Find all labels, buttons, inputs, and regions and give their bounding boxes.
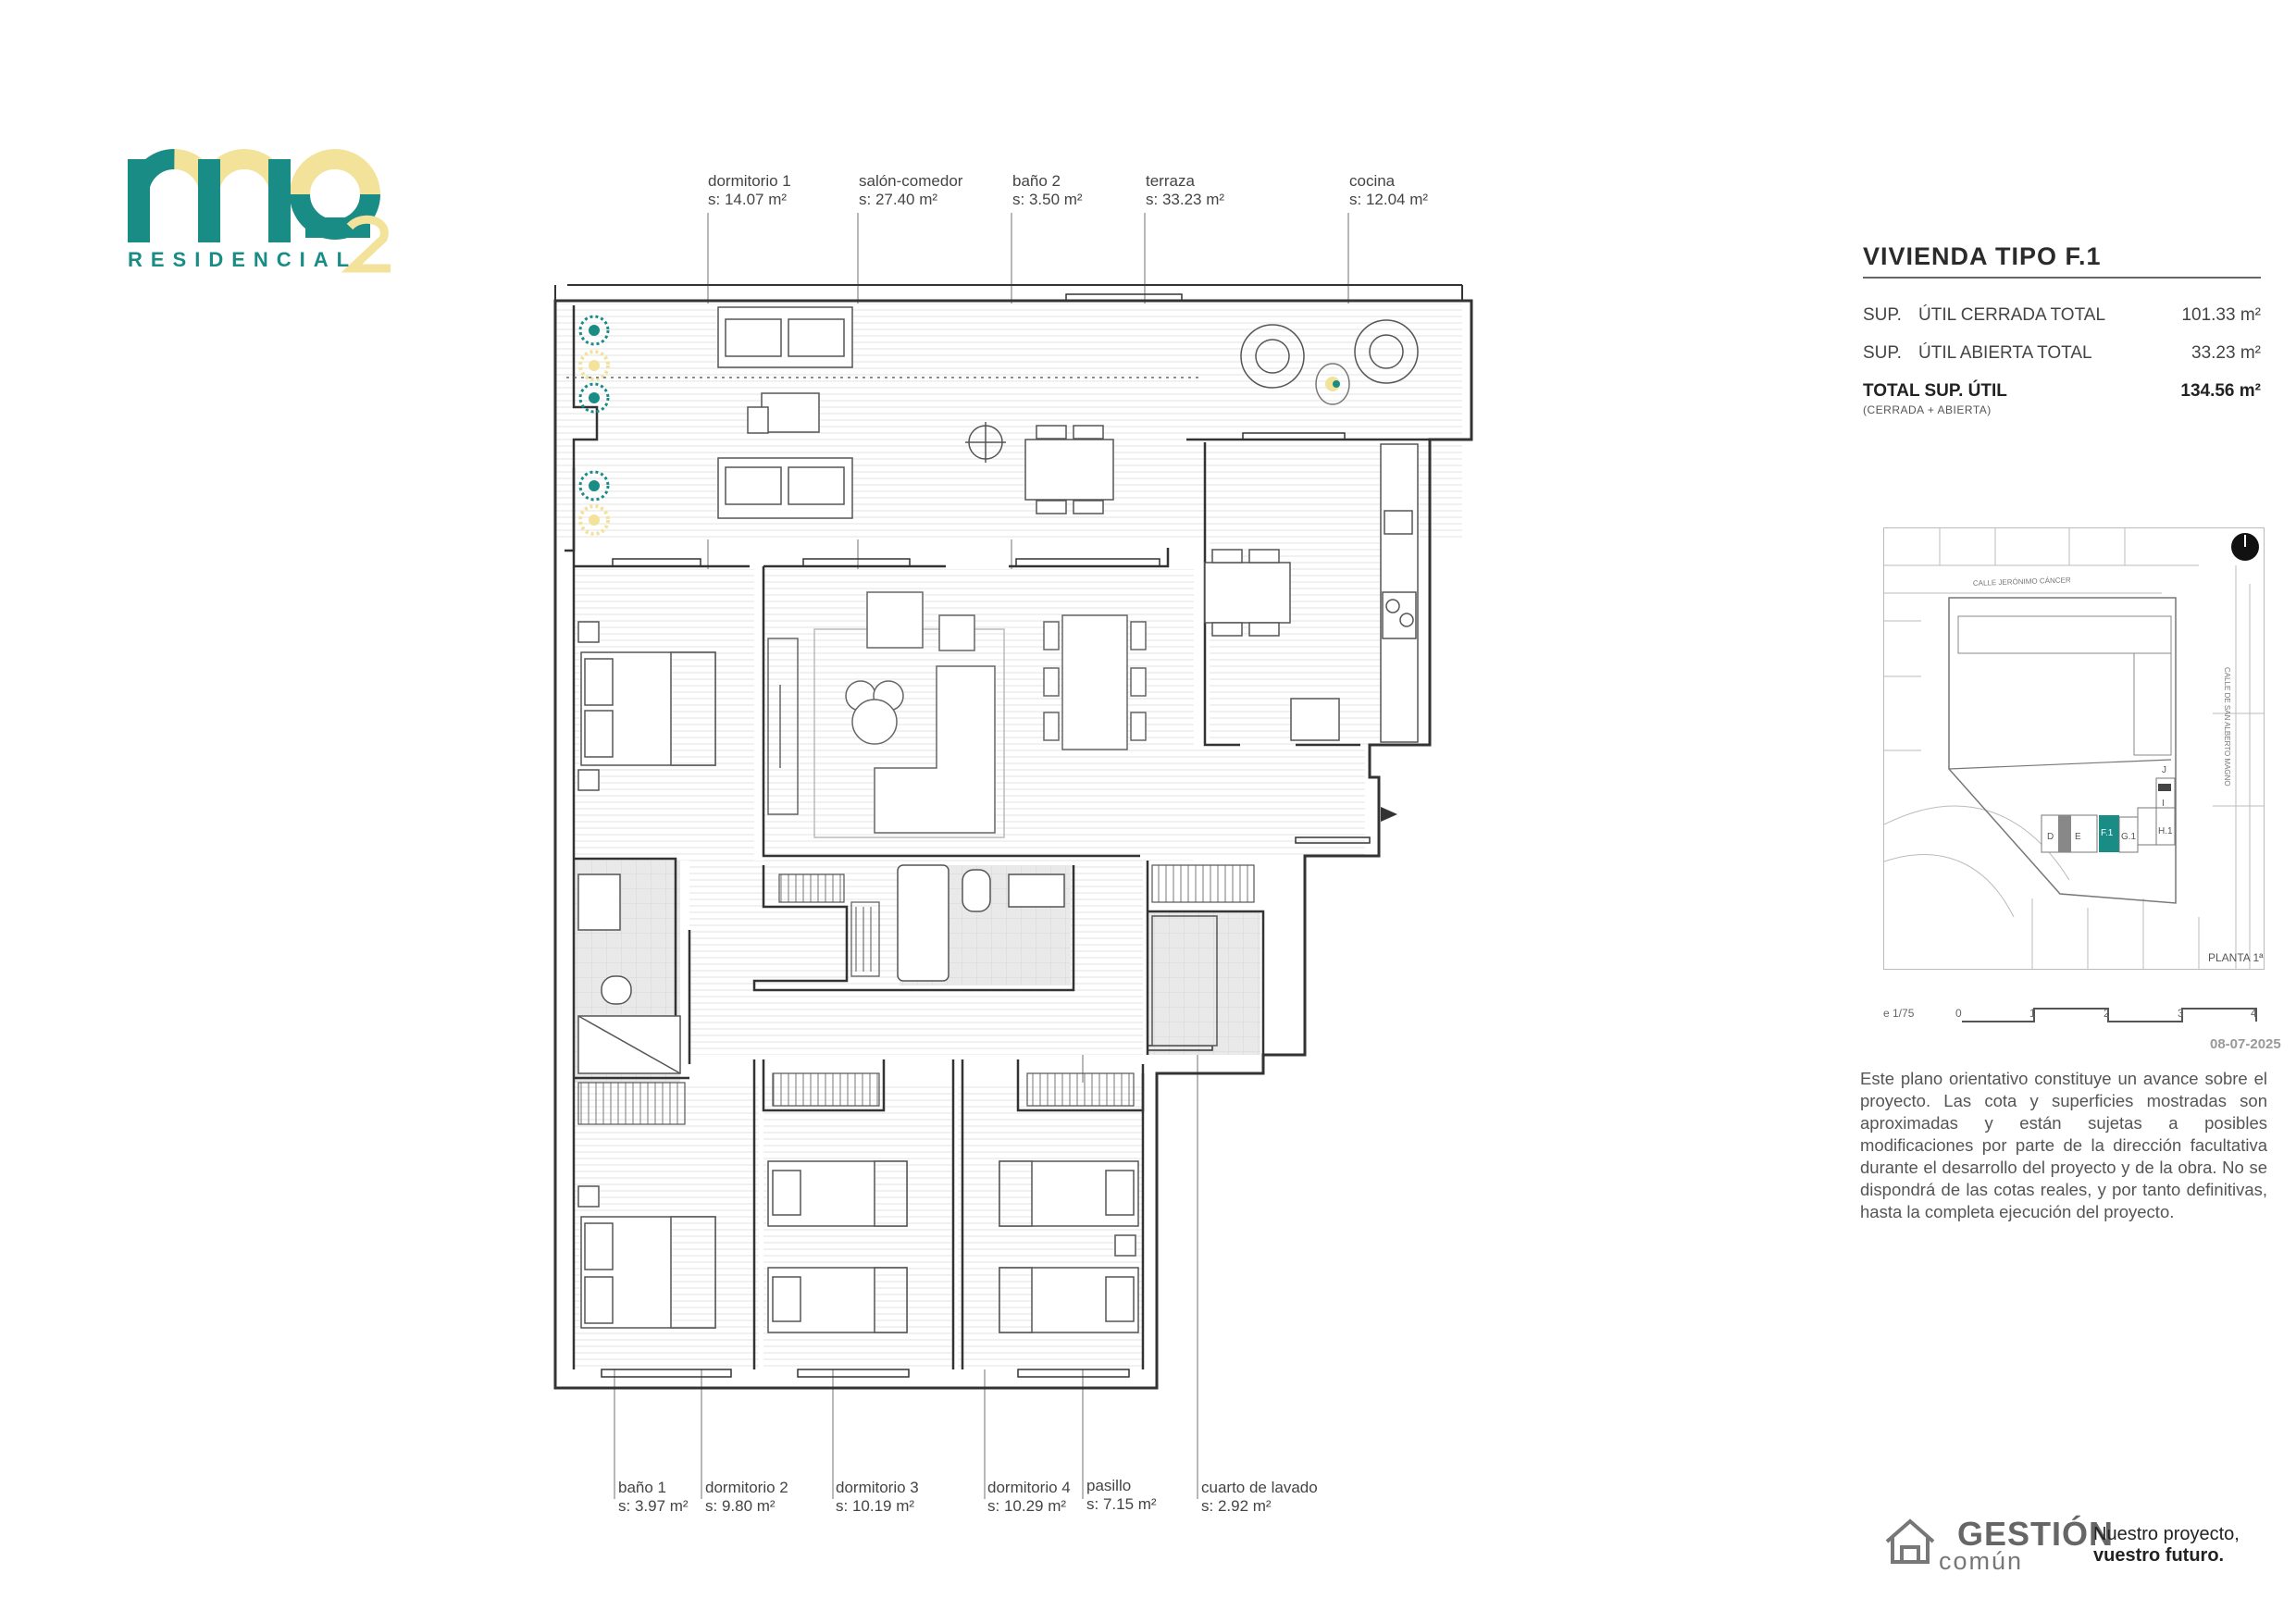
label-dormitorio-4: dormitorio 4 s: 10.29 m² <box>987 1479 1071 1516</box>
room-area: s: 12.04 m² <box>1349 191 1429 208</box>
room-name: dormitorio 1 <box>708 172 791 190</box>
room-area: s: 33.23 m² <box>1146 191 1225 208</box>
row-label: SUP. <box>1863 305 1902 325</box>
scale-tick-4: 4 <box>2251 1007 2257 1020</box>
unit-j: J <box>2162 765 2166 775</box>
label-pasillo: pasillo s: 7.15 m² <box>1086 1477 1157 1514</box>
scale-tick-2: 2 <box>2104 1007 2110 1020</box>
room-area: s: 3.97 m² <box>618 1497 689 1515</box>
room-name: baño 2 <box>1012 172 1061 190</box>
room-area: s: 3.50 m² <box>1012 191 1083 208</box>
row-label-detail: ÚTIL CERRADA TOTAL <box>1918 305 2106 325</box>
logo-wordmark: RESIDENCIAL <box>128 248 358 271</box>
street-top: CALLE JERÓNIMO CÁNCER <box>1973 576 2071 588</box>
label-bano-2: baño 2 s: 3.50 m² <box>1012 172 1083 209</box>
room-area: s: 10.29 m² <box>987 1497 1067 1515</box>
room-area: s: 2.92 m² <box>1201 1497 1272 1515</box>
unit-title: VIVIENDA TIPO F.1 <box>1863 242 2102 270</box>
row-label-detail: ÚTIL ABIERTA TOTAL <box>1918 343 2092 363</box>
entry-arrow-icon <box>1381 807 1397 822</box>
unit-e: E <box>2075 832 2081 842</box>
walls <box>553 284 1473 1390</box>
label-terraza: terraza s: 33.23 m² <box>1146 172 1224 209</box>
logo <box>120 120 407 278</box>
total-value: 134.56 m² <box>2180 381 2261 401</box>
floor-label: PLANTA 1ª <box>2208 951 2264 964</box>
room-name: baño 1 <box>618 1479 666 1496</box>
room-area: s: 9.80 m² <box>705 1497 776 1515</box>
label-dormitorio-3: dormitorio 3 s: 10.19 m² <box>836 1479 919 1516</box>
disclaimer-text: Este plano orientativo constituye un ava… <box>1860 1069 2267 1221</box>
room-area: s: 27.40 m² <box>859 191 938 208</box>
unit-g1: G.1 <box>2121 832 2137 842</box>
north-icon <box>2231 533 2259 561</box>
room-name: dormitorio 3 <box>836 1479 919 1496</box>
room-area: s: 10.19 m² <box>836 1497 915 1515</box>
slogan-line-1: Nuestro proyecto, <box>2093 1524 2240 1544</box>
label-bano-1: baño 1 s: 3.97 m² <box>618 1479 689 1516</box>
plan-date: 08-07-2025 <box>2210 1036 2281 1052</box>
room-name: cuarto de lavado <box>1201 1479 1318 1496</box>
row-value: 101.33 m² <box>2181 305 2261 325</box>
room-name: dormitorio 2 <box>705 1479 788 1496</box>
unit-h1: H.1 <box>2158 826 2173 836</box>
site-plan: CALLE JERÓNIMO CÁNCER CALLE DE SAN ALBER… <box>1883 527 2265 970</box>
logo-mark <box>128 149 391 273</box>
room-name: pasillo <box>1086 1477 1132 1494</box>
scale-tick-1: 1 <box>2029 1007 2036 1020</box>
label-salon-comedor: salón-comedor s: 27.40 m² <box>859 172 962 209</box>
scale-tick-0: 0 <box>1955 1007 1962 1020</box>
room-name: salón-comedor <box>859 172 963 190</box>
house-icon <box>1885 1518 1935 1564</box>
unit-i: I <box>2162 799 2165 809</box>
label-cuarto-de-lavado: cuarto de lavado s: 2.92 m² <box>1201 1479 1318 1516</box>
unit-f1: F.1 <box>2101 828 2114 838</box>
room-area: s: 7.15 m² <box>1086 1495 1157 1513</box>
company-name-2: común <box>1939 1547 2024 1575</box>
total-note: (CERRADA + ABIERTA) <box>1863 403 1992 416</box>
room-name: cocina <box>1349 172 1396 190</box>
scale-tick-3: 3 <box>2178 1007 2184 1020</box>
slogan: Nuestro proyecto, vuestro futuro. <box>2093 1524 2240 1567</box>
row-label: SUP. <box>1863 343 1902 363</box>
label-cocina: cocina s: 12.04 m² <box>1349 172 1428 209</box>
title-rule <box>1863 277 2261 279</box>
street-right: CALLE DE SAN ALBERTO MAGNO <box>2223 667 2231 787</box>
site-plan-drawing: CALLE JERÓNIMO CÁNCER CALLE DE SAN ALBER… <box>1884 528 2264 969</box>
room-name: terraza <box>1146 172 1195 190</box>
label-dormitorio-2: dormitorio 2 s: 9.80 m² <box>705 1479 788 1516</box>
scale-label: e 1/75 <box>1883 1007 1915 1020</box>
scale-bar <box>1962 1008 2257 1022</box>
room-name: dormitorio 4 <box>987 1479 1071 1496</box>
slogan-line-2: vuestro futuro. <box>2093 1545 2225 1566</box>
room-area: s: 14.07 m² <box>708 191 788 208</box>
company-name: GESTIÓN <box>1957 1515 2115 1553</box>
label-dormitorio-1: dormitorio 1 s: 14.07 m² <box>708 172 791 209</box>
unit-d: D <box>2047 832 2054 842</box>
row-value: 33.23 m² <box>2191 343 2261 363</box>
total-label: TOTAL SUP. ÚTIL <box>1863 381 2007 401</box>
